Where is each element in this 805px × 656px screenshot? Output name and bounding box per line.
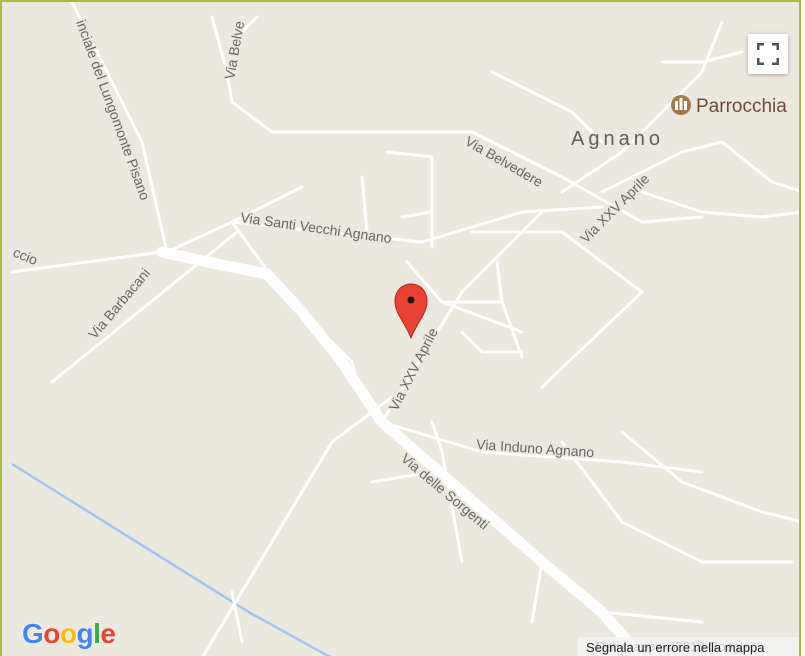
google-logo-letter: e (100, 618, 116, 649)
fullscreen-icon (757, 43, 779, 65)
report-map-error-link[interactable]: Segnala un errore nella mappa (586, 640, 765, 655)
google-logo-letter: o (59, 618, 77, 649)
road-label-santi-vecchi: Via Santi Vecchi Agnano (240, 209, 393, 246)
minor-roads (10, 2, 799, 656)
map-data-credit: Dati mappa ©2018 Google (596, 639, 751, 654)
fullscreen-button[interactable] (748, 34, 788, 74)
main-road (156, 246, 648, 656)
map-marker-icon[interactable] (394, 283, 428, 340)
google-logo-letter: l (93, 618, 101, 649)
google-logo-letter: g (76, 618, 94, 649)
road-label-belvedere-top: Via Belve (221, 20, 247, 81)
river (11, 462, 331, 656)
google-logo-letter: G (22, 618, 44, 649)
poi-label-parrocchia: Parrocchia (696, 96, 787, 117)
poi-parrocchia[interactable]: Parrocchia (671, 95, 789, 119)
road-label-xxv-aprile-main: Via XXV Aprile (385, 325, 441, 413)
place-label-agnano: Agnano (571, 128, 664, 150)
google-logo-letter: o (43, 618, 60, 649)
map-footer: Dati mappa ©2018 Google Segnala un error… (578, 637, 799, 656)
road-label-lungomonte: inciale del Lungomonte Pisano (73, 18, 153, 203)
road-label-edge-left: ccio (11, 244, 40, 268)
road-label-barbacani: Via Barbacani (85, 265, 153, 342)
google-logo: Google (22, 618, 116, 650)
